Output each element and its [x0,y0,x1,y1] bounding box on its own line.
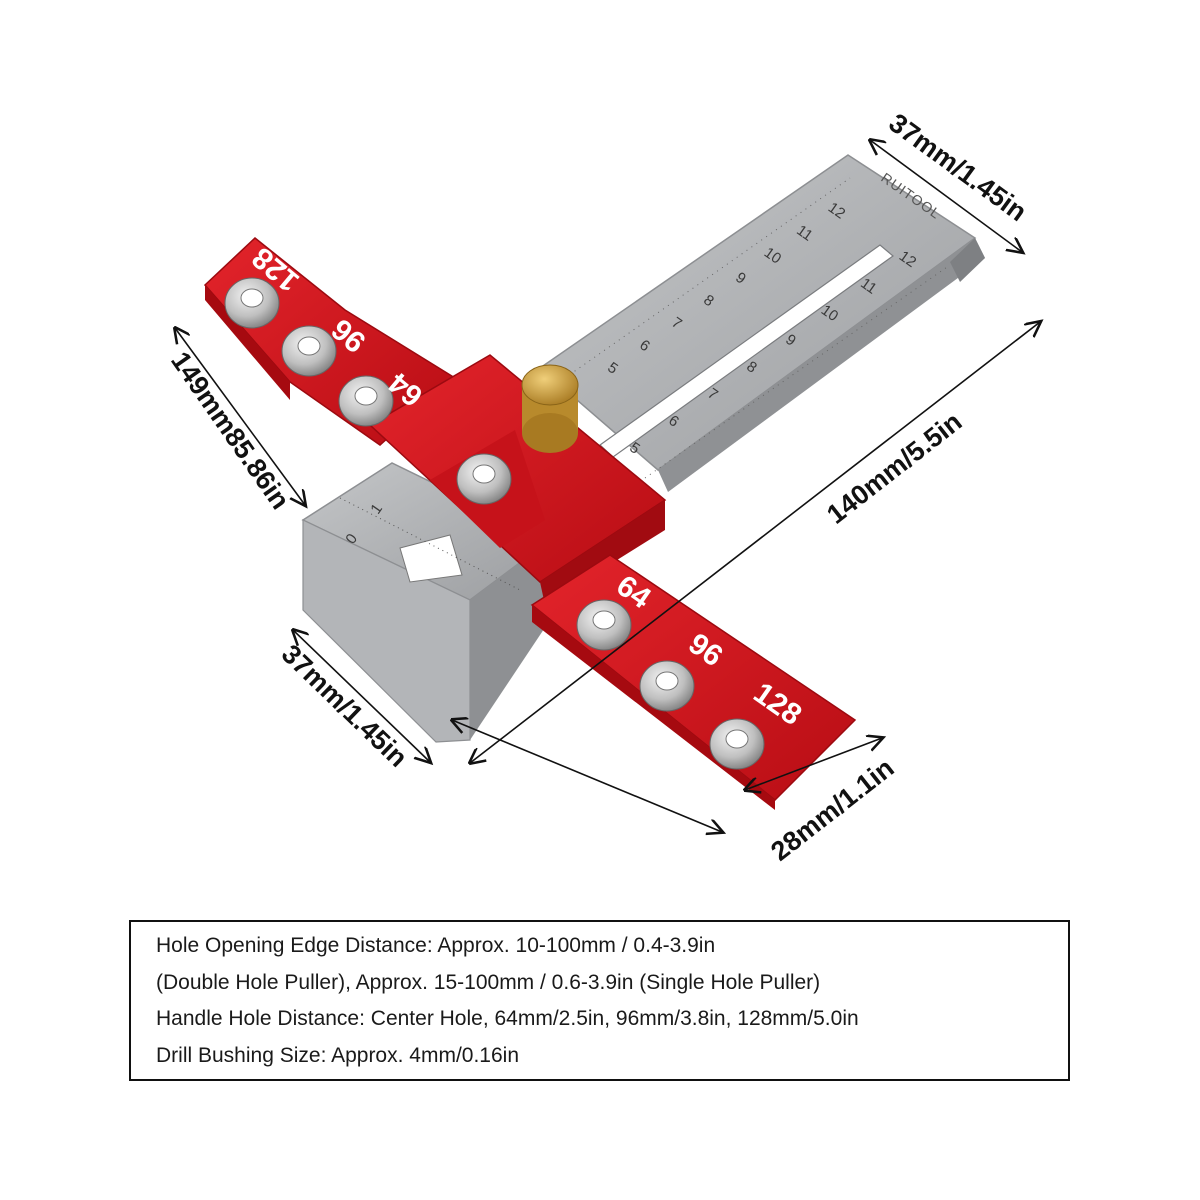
bushing-upper-96 [281,325,337,377]
bushing-upper-128 [224,277,280,329]
bushing-lower-64 [576,599,632,651]
spec-bushing-size: Drill Bushing Size: Approx. 4mm/0.16in [156,1043,519,1067]
ruler-upper-num-10: 10 [761,244,784,267]
bushing-lower-96 [639,660,695,712]
spec-hole-puller: (Double Hole Puller), Approx. 15-100mm /… [156,970,821,994]
dimension-lines [175,140,1040,832]
spec-handle-holes: Handle Hole Distance: Center Hole, 64mm/… [156,1007,859,1030]
ruler-upper-num-12: 12 [825,199,848,222]
bushing-center [456,453,512,505]
bushing-lower-128 [709,718,765,770]
spec-edge-distance: Hole Opening Edge Distance: Approx. 10-1… [156,934,716,957]
bushing-upper-64 [338,375,394,427]
dim-ruler-length: 140mm/5.5in [821,406,967,529]
brass-lock-knob[interactable] [521,364,579,453]
ruler-lower-num-10: 10 [818,302,841,325]
specification-box: Hole Opening Edge Distance: Approx. 10-1… [129,920,1070,1081]
